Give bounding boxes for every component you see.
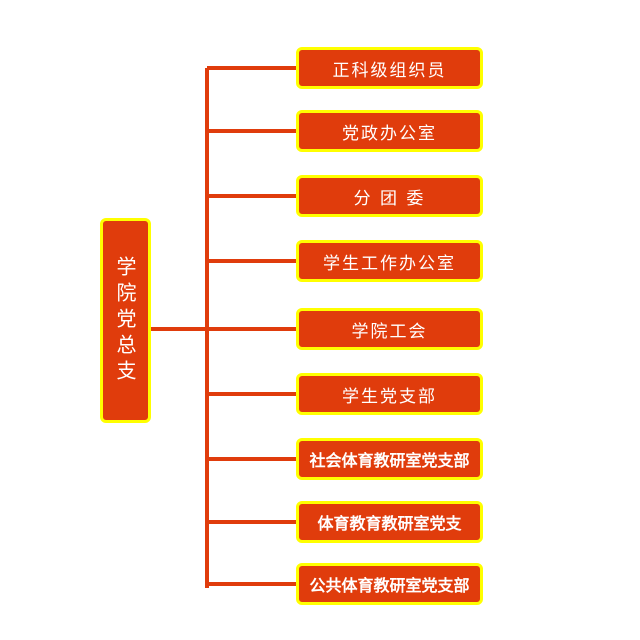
child-label: 党政办公室 (342, 123, 437, 144)
branch-connector (207, 194, 299, 198)
root-node: 学院党总支 (100, 218, 151, 423)
branch-connector (207, 582, 299, 586)
branch-connector (207, 327, 299, 331)
child-node: 学生党支部 (296, 373, 483, 415)
child-label: 社会体育教研室党支部 (309, 451, 470, 470)
branch-connector (207, 259, 299, 263)
child-node: 公共体育教研室党支部 (296, 563, 483, 605)
child-node: 体育教育教研室党支 (296, 501, 483, 543)
child-node: 学生工作办公室 (296, 240, 483, 282)
branch-connector (207, 457, 299, 461)
child-label: 学院工会 (351, 321, 428, 342)
child-node: 分 团 委 (296, 175, 483, 217)
child-node: 社会体育教研室党支部 (296, 438, 483, 480)
child-node: 学院工会 (296, 308, 483, 350)
branch-connector (207, 66, 299, 70)
child-label: 体育教育教研室党支 (317, 514, 462, 533)
child-node: 正科级组织员 (296, 47, 483, 89)
branch-connector (207, 520, 299, 524)
branch-connector (207, 392, 299, 396)
child-label: 公共体育教研室党支部 (309, 576, 470, 595)
child-label: 学生工作办公室 (323, 253, 456, 274)
root-label: 学院党总支 (113, 255, 137, 386)
child-node: 党政办公室 (296, 110, 483, 152)
child-label: 学生党支部 (342, 386, 437, 407)
root-connector (150, 327, 208, 331)
child-label: 分 团 委 (353, 188, 426, 209)
child-label: 正科级组织员 (332, 60, 447, 81)
branch-connector (207, 129, 299, 133)
